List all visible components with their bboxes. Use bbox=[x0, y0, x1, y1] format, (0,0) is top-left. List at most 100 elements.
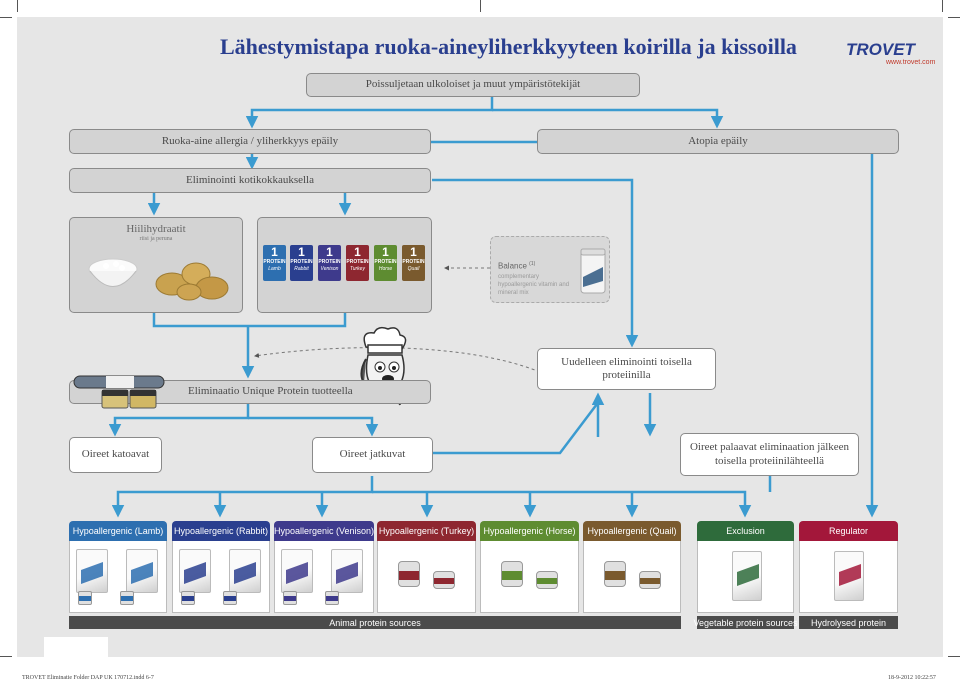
product-header: Hypoallergenic (Quail) bbox=[583, 521, 681, 541]
protein-card-name: Turkey bbox=[350, 266, 365, 272]
can-band bbox=[79, 596, 91, 601]
can-band bbox=[434, 578, 454, 584]
can-band bbox=[605, 571, 625, 580]
can-band bbox=[399, 571, 419, 580]
product-images bbox=[69, 541, 167, 613]
can-band bbox=[502, 571, 522, 580]
crop-mark bbox=[948, 656, 960, 657]
product-header: Hypoallergenic (Horse) bbox=[480, 521, 579, 541]
can-band bbox=[224, 596, 236, 601]
protein-card-rabbit: 1 PROTEIN Rabbit bbox=[290, 245, 313, 281]
product-can bbox=[120, 591, 134, 605]
logo-wordmark: TROVET bbox=[846, 40, 915, 59]
can-band bbox=[284, 596, 296, 601]
can-band bbox=[182, 596, 194, 601]
protein-card-number: 1 bbox=[298, 245, 305, 259]
balance-title: Balance (1) bbox=[498, 261, 535, 271]
protein-card-name: Venison bbox=[320, 266, 339, 272]
product-can bbox=[78, 591, 92, 605]
protein-card-turkey: 1 PROTEIN Turkey bbox=[346, 245, 369, 281]
symptoms-continue-box: Oireet jatkuvat bbox=[312, 437, 433, 473]
blank-label-patch bbox=[44, 637, 108, 663]
protein-card-number: 1 bbox=[354, 245, 361, 259]
crop-mark bbox=[480, 0, 481, 12]
symptoms-return-box: Oireet palaavat eliminaation jälkeen toi… bbox=[680, 433, 859, 476]
product-can bbox=[325, 591, 339, 605]
bag-stripe bbox=[184, 561, 206, 585]
symptoms-gone-box: Oireet katoavat bbox=[69, 437, 162, 473]
can-band bbox=[121, 596, 133, 601]
product-can bbox=[639, 571, 661, 589]
crop-mark bbox=[948, 17, 960, 18]
logo-url: www.trovet.com bbox=[886, 59, 936, 66]
product-header: Exclusion bbox=[697, 521, 794, 541]
crop-mark bbox=[942, 0, 943, 12]
page-title: Lähestymistapa ruoka-aineyliherkkyyteen … bbox=[220, 34, 797, 59]
trovet-logo: TROVET www.trovet.com bbox=[846, 40, 936, 66]
product-can bbox=[398, 561, 420, 587]
atopy-box: Atopia epäily bbox=[537, 129, 899, 154]
product-images bbox=[480, 541, 579, 613]
product-bag bbox=[281, 549, 313, 593]
protein-card-word: PROTEIN bbox=[290, 259, 313, 265]
protein-card-number: 1 bbox=[326, 245, 333, 259]
protein-card-number: 1 bbox=[271, 245, 278, 259]
bag-stripe bbox=[131, 561, 153, 585]
animal-protein-label: Animal protein sources bbox=[69, 616, 681, 629]
protein-card-name: Rabbit bbox=[294, 266, 309, 272]
food-allergy-box: Ruoka-aine allergia / yliherkkyys epäily bbox=[69, 129, 431, 154]
product-bag bbox=[126, 549, 158, 593]
protein-card-name: Lamb bbox=[268, 266, 281, 272]
home-elimination-box: Eliminointi kotikokkauksella bbox=[69, 168, 431, 193]
carbohydrates-box: Hiilihydraatit riisi ja peruna bbox=[69, 217, 243, 313]
re-elimination-box: Uudelleen eliminointi toisella proteiini… bbox=[537, 348, 716, 390]
protein-card-horse: 1 PROTEIN Horse bbox=[374, 245, 397, 281]
crop-mark bbox=[0, 656, 12, 657]
product-can bbox=[433, 571, 455, 589]
can-band bbox=[640, 578, 660, 584]
product-can bbox=[501, 561, 523, 587]
crop-mark bbox=[0, 17, 12, 18]
product-images bbox=[172, 541, 270, 613]
product-header: Regulator bbox=[799, 521, 898, 541]
protein-card-name: Horse bbox=[378, 266, 393, 272]
product-images bbox=[377, 541, 476, 613]
protein-card-word: PROTEIN bbox=[346, 259, 369, 265]
protein-card-word: PROTEIN bbox=[263, 259, 286, 265]
protein-card-number: 1 bbox=[410, 245, 417, 259]
bag-stripe bbox=[234, 561, 256, 585]
protein-card-quail: 1 PROTEIN Quail bbox=[402, 245, 425, 281]
product-header: Hypoallergenic (Lamb) bbox=[69, 521, 167, 541]
protein-card-word: PROTEIN bbox=[374, 259, 397, 265]
product-images bbox=[274, 541, 374, 613]
can-band bbox=[326, 596, 338, 601]
potatoes-image bbox=[155, 262, 229, 301]
bag-stripe bbox=[81, 561, 103, 585]
product-images bbox=[697, 541, 794, 613]
product-can bbox=[223, 591, 237, 605]
product-header: Hypoallergenic (Rabbit) bbox=[172, 521, 270, 541]
product-can bbox=[181, 591, 195, 605]
product-bag bbox=[331, 549, 363, 593]
print-footer-right: 18-9-2012 10:22:57 bbox=[888, 675, 936, 681]
product-header: Hypoallergenic (Turkey) bbox=[377, 521, 476, 541]
balance-supplement-box: Balance (1) complementary hypoallergenic… bbox=[490, 236, 610, 303]
protein-card-name: Quail bbox=[407, 266, 420, 272]
carbs-title: Hiilihydraatit bbox=[126, 223, 186, 235]
protein-card-word: PROTEIN bbox=[402, 259, 425, 265]
print-footer-left: TROVET Eliminatie Folder DAP UK 170712.i… bbox=[22, 675, 154, 681]
bag-stripe bbox=[286, 561, 308, 585]
protein-card-word: PROTEIN bbox=[318, 259, 341, 265]
vegetable-protein-label: Vegetable protein sources bbox=[693, 616, 798, 629]
balance-name: Balance bbox=[498, 261, 527, 271]
product-can bbox=[604, 561, 626, 587]
exclude-factors-box: Poissuljetaan ulkoloiset ja muut ympäris… bbox=[306, 73, 640, 97]
protein-card-venison: 1 PROTEIN Venison bbox=[318, 245, 341, 281]
carbs-subtitle: riisi ja peruna bbox=[139, 236, 173, 243]
protein-card-lamb: 1 PROTEIN Lamb bbox=[263, 245, 286, 281]
hydrolysed-protein-label: Hydrolysed protein bbox=[799, 616, 898, 629]
product-can bbox=[283, 591, 297, 605]
product-can bbox=[536, 571, 558, 589]
product-bag bbox=[834, 551, 864, 601]
crop-mark bbox=[17, 0, 18, 12]
